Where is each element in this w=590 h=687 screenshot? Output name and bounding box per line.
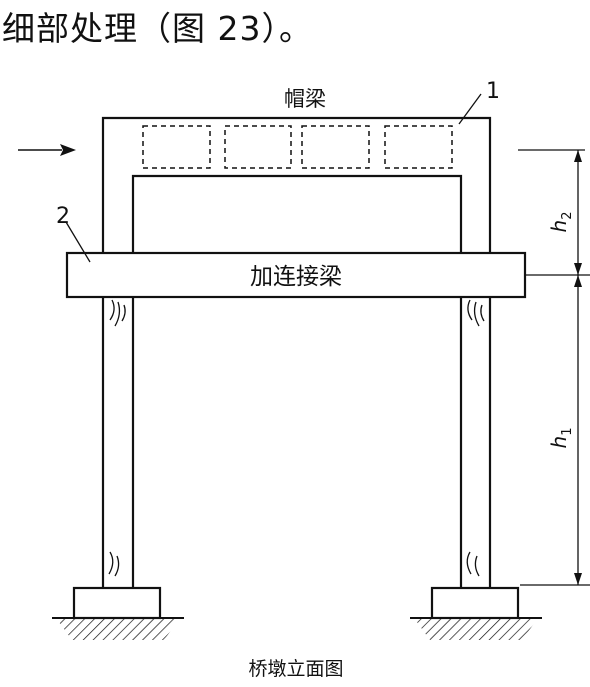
- callout-2-leader: [65, 221, 91, 263]
- crack-mark: [109, 299, 126, 327]
- crack-mark: [108, 551, 120, 577]
- ground-hatching: [52, 617, 542, 640]
- crack-mark: [467, 299, 485, 327]
- footing-left: [72, 586, 162, 620]
- dim-arrow: [574, 150, 582, 162]
- dim-arrow: [574, 573, 582, 585]
- crack-marks: [108, 299, 485, 577]
- dimension-lines: [518, 149, 590, 586]
- tie-beam-label: 加连接梁: [250, 264, 342, 290]
- pier-frame: [101, 116, 492, 588]
- dim-arrow: [574, 275, 582, 287]
- section-heading: 细部处理（图 23）。: [2, 9, 313, 48]
- callout-1-leader: [458, 93, 482, 125]
- callout-2: 2: [56, 204, 70, 229]
- frame-inner-outline: [131, 174, 463, 588]
- dim-arrow: [574, 263, 582, 275]
- frame-outer-outline: [101, 116, 492, 588]
- cap-beam-void: [384, 125, 453, 169]
- cap-beam-void: [142, 125, 211, 169]
- callout-1: 1: [486, 79, 500, 104]
- dim-h1-label: h1: [547, 428, 575, 449]
- load-arrow: [18, 144, 76, 156]
- figure-caption: 桥墩立面图: [248, 658, 343, 680]
- crack-mark: [466, 551, 480, 577]
- footing-right: [430, 586, 520, 620]
- ground-left: [56, 618, 180, 640]
- ground-right: [414, 618, 538, 640]
- footings: [72, 586, 520, 620]
- cap-beam-voids: [142, 125, 453, 169]
- cap-beam-void: [224, 125, 292, 169]
- dim-h2-label: h2: [547, 212, 575, 233]
- cap-beam-label: 帽梁: [284, 87, 326, 111]
- cap-beam-void: [301, 125, 370, 169]
- tie-beam: [65, 251, 527, 299]
